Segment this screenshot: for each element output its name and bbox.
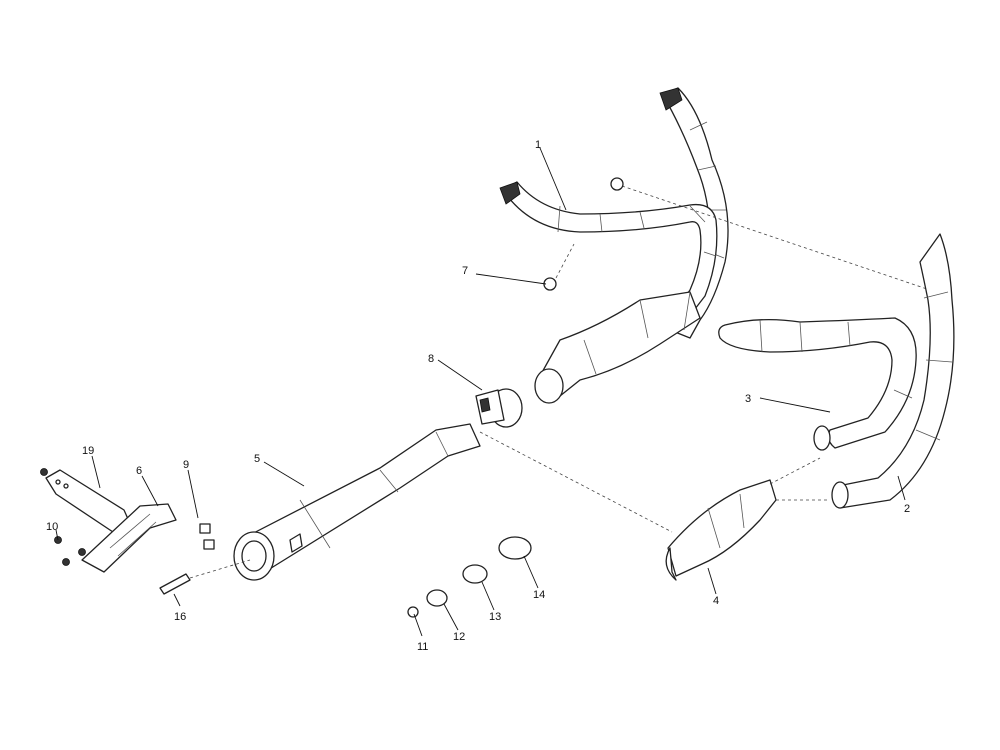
callout-4: 4 (713, 595, 719, 607)
callout-11: 11 (417, 641, 428, 653)
callout-13: 13 (489, 611, 501, 623)
callout-10: 10 (46, 521, 58, 533)
part-8-clamp (475, 388, 523, 428)
callout-12: 12 (453, 631, 465, 643)
callout-8: 8 (428, 353, 434, 365)
part-5-muffler (233, 423, 673, 581)
part-1-header-assembly (499, 87, 931, 404)
callout-labels: 1 2 3 4 5 6 7 8 9 10 11 12 13 14 16 19 (46, 139, 910, 653)
callout-1: 1 (535, 139, 541, 151)
callout-16: 16 (174, 611, 186, 623)
part-2-3-heat-shields (718, 233, 955, 509)
callout-2: 2 (904, 503, 910, 515)
small-hardware (40, 177, 624, 618)
callout-6: 6 (136, 465, 142, 477)
callout-9: 9 (183, 459, 189, 471)
leader-lines (55, 147, 906, 637)
part-6-19-brackets (45, 469, 177, 573)
part-4-collector-shield (665, 457, 830, 581)
callout-3: 3 (745, 393, 751, 405)
callout-14: 14 (533, 589, 545, 601)
callout-5: 5 (254, 453, 260, 465)
callout-7: 7 (462, 265, 468, 277)
callout-19: 19 (82, 445, 94, 457)
